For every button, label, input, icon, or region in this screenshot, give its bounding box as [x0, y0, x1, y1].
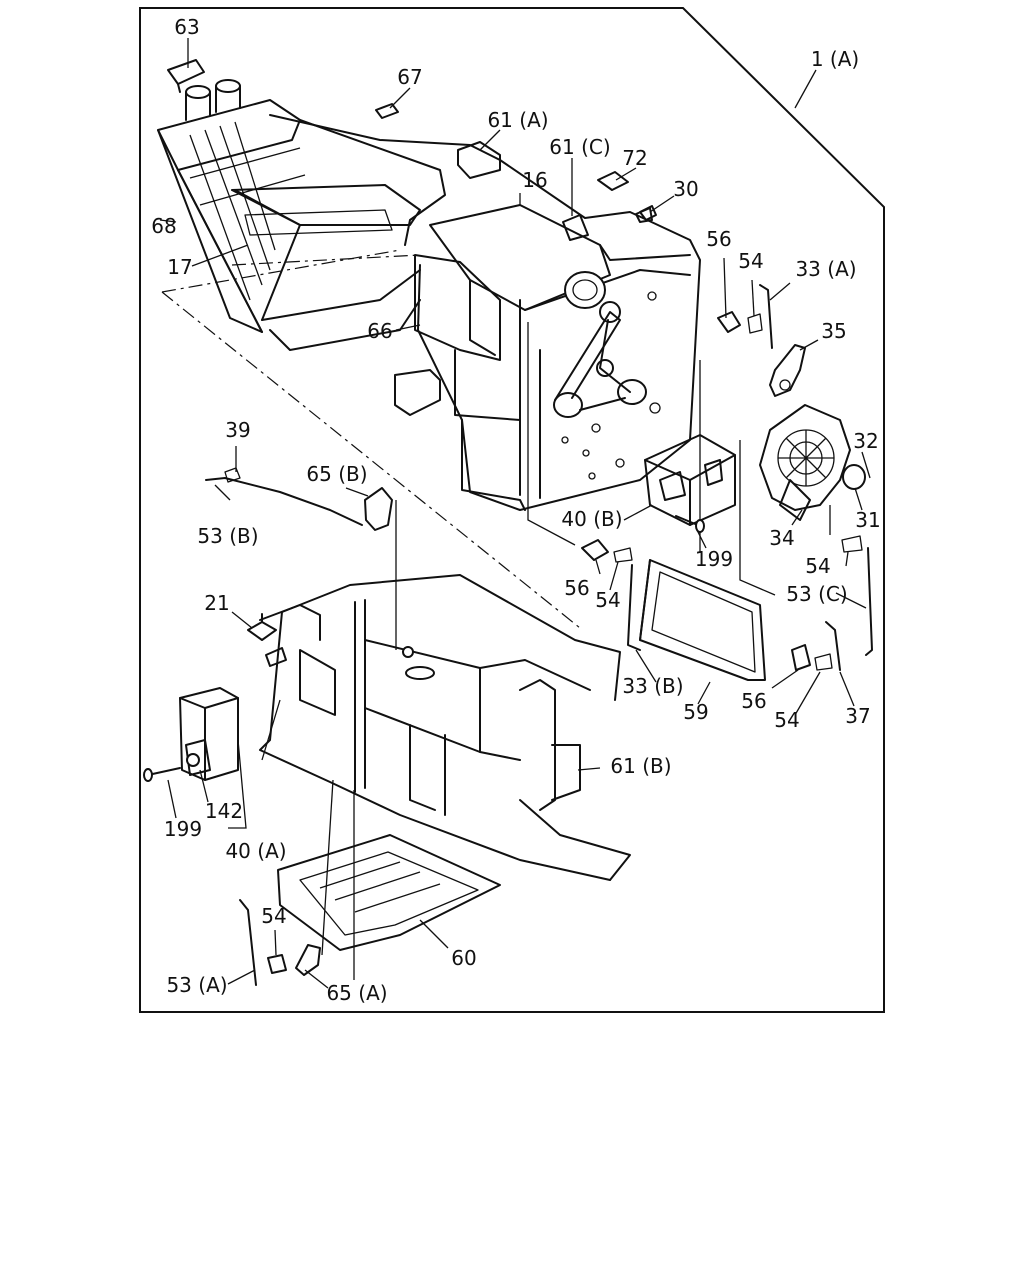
label-54-lower: 54 [774, 708, 799, 732]
screw-199-upper [675, 515, 705, 533]
bottom-plate-60 [277, 834, 501, 951]
filter-59 [639, 559, 766, 681]
part-66-bracket [394, 369, 441, 416]
label-31: 31 [855, 508, 880, 532]
label-61C: 61 (C) [549, 135, 610, 159]
clip-56-upper [717, 311, 741, 333]
screw-30 [635, 207, 653, 223]
leader-lines [159, 38, 871, 989]
actuator-40B [644, 434, 736, 526]
rod-33B [627, 564, 641, 651]
label-72: 72 [622, 146, 647, 170]
rod-53B [205, 467, 363, 526]
label-33A: 33 (A) [795, 257, 856, 281]
label-65B: 65 (B) [306, 462, 367, 486]
lever-65B [364, 487, 393, 531]
label-16: 16 [522, 168, 547, 192]
label-56-mid: 56 [564, 576, 589, 600]
part-17-panel [244, 209, 393, 236]
label-56-lower: 56 [741, 689, 766, 713]
label-54-bottom: 54 [261, 904, 286, 928]
label-53C: 53 (C) [786, 582, 847, 606]
callout-labels: 63 67 1 (A) 61 (A) 61 (C) 72 16 30 68 17… [151, 15, 880, 1005]
label-37: 37 [845, 704, 870, 728]
screw-199-lower [143, 767, 181, 782]
mode-door-assembly [759, 344, 866, 521]
spring-54-bottom [267, 954, 287, 974]
label-142: 142 [205, 799, 243, 823]
upper-case-housing [231, 114, 701, 511]
label-54-right: 54 [805, 554, 830, 578]
label-53B: 53 (B) [197, 524, 258, 548]
diagram-frame [139, 7, 885, 1013]
label-33B: 33 (B) [622, 674, 683, 698]
label-17: 17 [167, 255, 192, 279]
rod-53A [239, 899, 257, 986]
label-59: 59 [683, 700, 708, 724]
alignment-lines [161, 249, 831, 980]
spring-54-right [841, 535, 863, 553]
clip-21 [247, 613, 287, 667]
label-63: 63 [174, 15, 199, 39]
spring-54-upper [747, 313, 763, 334]
label-32: 32 [853, 429, 878, 453]
label-199-lower: 199 [164, 817, 202, 841]
label-40A: 40 (A) [225, 839, 286, 863]
clip-56-lower [581, 539, 811, 671]
label-61A: 61 (A) [487, 108, 548, 132]
label-21: 21 [204, 591, 229, 615]
label-53A: 53 (A) [166, 973, 227, 997]
label-199-upper: 199 [695, 547, 733, 571]
label-34: 34 [769, 526, 794, 550]
label-61B: 61 (B) [610, 754, 671, 778]
lever-65A [295, 944, 321, 976]
label-40B: 40 (B) [561, 507, 622, 531]
lower-case-housing [259, 574, 631, 881]
rod-53C [865, 547, 873, 656]
actuator-40A [179, 687, 239, 781]
label-67: 67 [397, 65, 422, 89]
label-66: 66 [367, 319, 392, 343]
label-68: 68 [151, 214, 176, 238]
heater-core [157, 79, 306, 333]
label-54-top: 54 [738, 249, 763, 273]
rod-37 [825, 621, 841, 671]
rod-33A [759, 284, 773, 349]
label-1A: 1 (A) [811, 47, 859, 71]
label-35: 35 [821, 319, 846, 343]
label-30: 30 [673, 177, 698, 201]
label-54-mid: 54 [595, 588, 620, 612]
label-60: 60 [451, 946, 476, 970]
label-39: 39 [225, 418, 250, 442]
label-65A: 65 (A) [326, 981, 387, 1005]
label-56-top: 56 [706, 227, 731, 251]
spring-54-lower [613, 547, 833, 671]
part-63-cap [167, 59, 205, 93]
